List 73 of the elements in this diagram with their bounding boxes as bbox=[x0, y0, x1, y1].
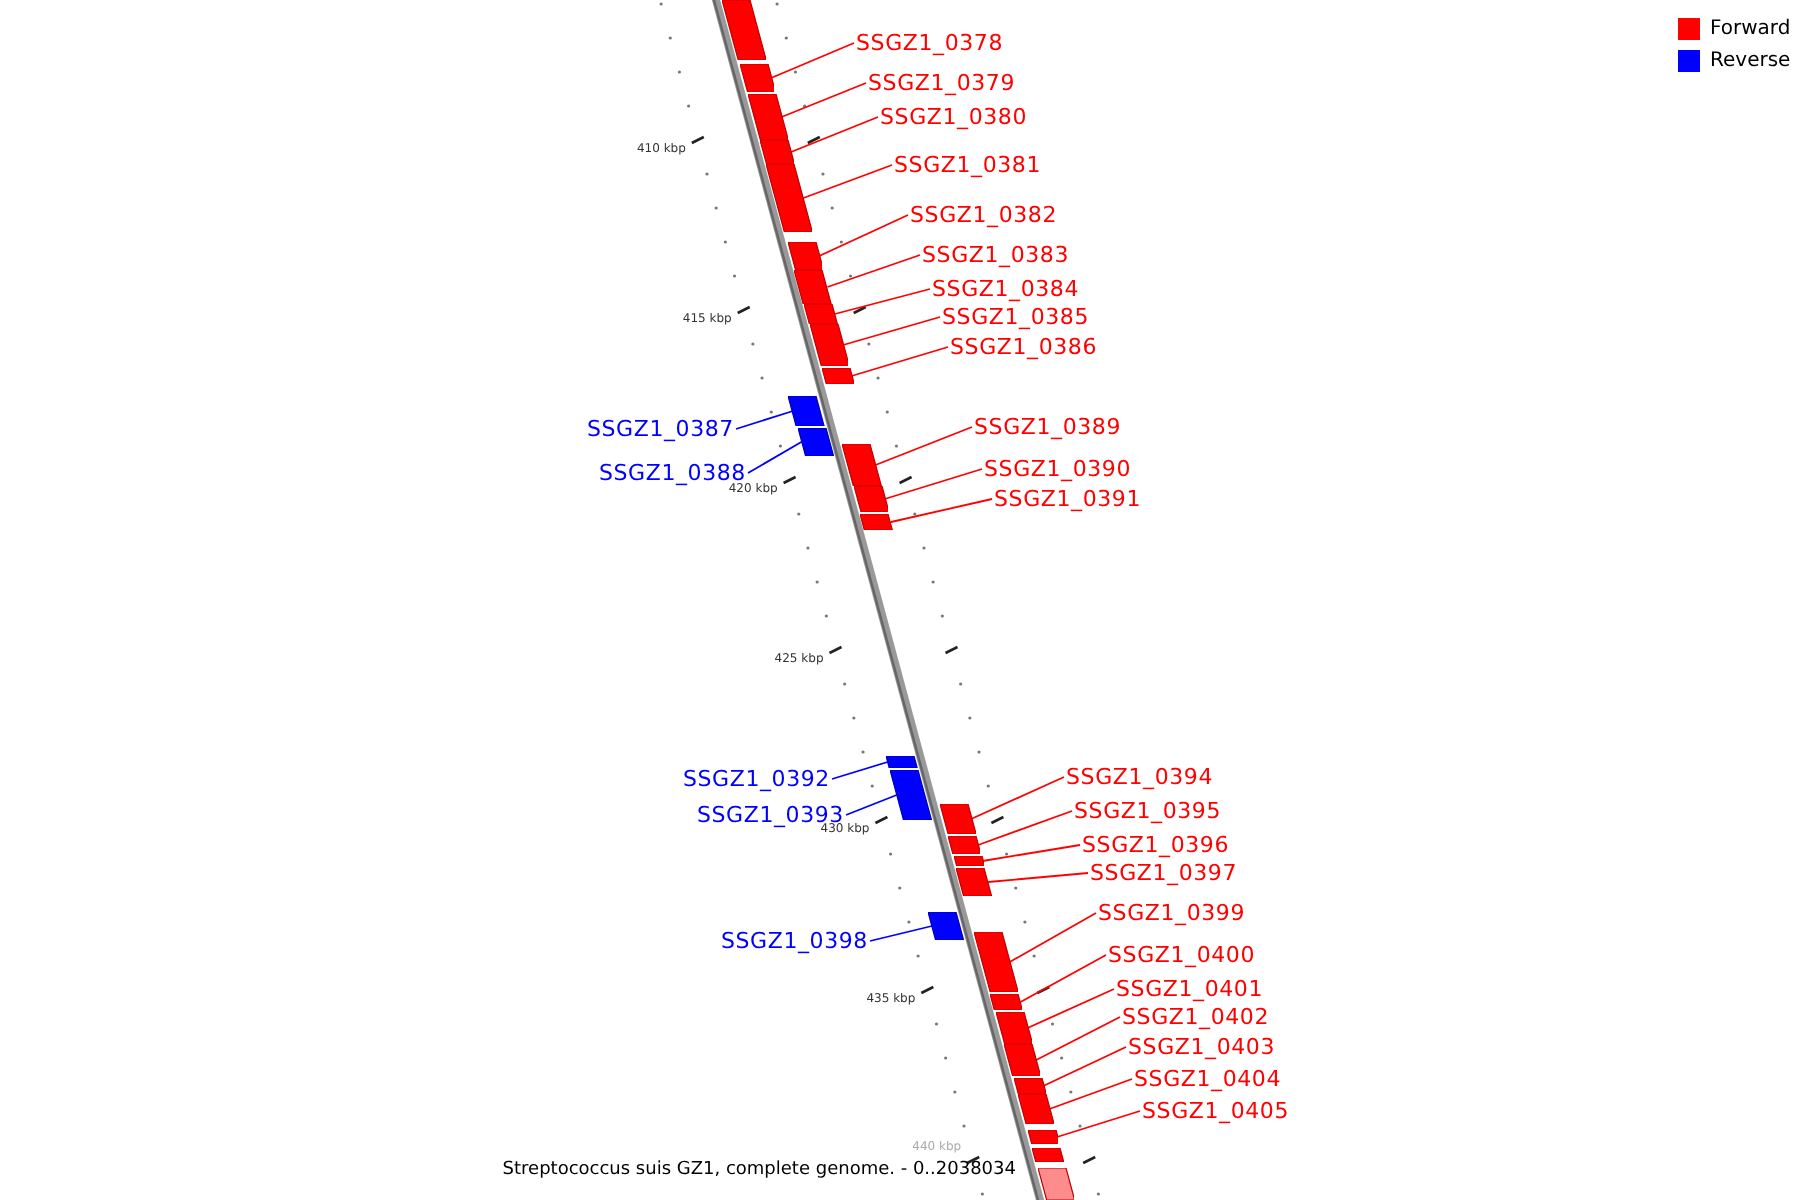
gene-block bbox=[939, 804, 976, 834]
gene-block bbox=[860, 514, 894, 530]
leader-line bbox=[1035, 1016, 1121, 1061]
gene-label: SSGZ1_0391 bbox=[994, 486, 1142, 512]
leader-line bbox=[747, 441, 803, 474]
gene-label: SSGZ1_0398 bbox=[720, 928, 868, 954]
leader-line bbox=[842, 316, 941, 346]
leader-line bbox=[1042, 1046, 1127, 1087]
gene-label: SSGZ1_0386 bbox=[950, 334, 1098, 360]
gene-label: SSGZ1_0387 bbox=[586, 416, 734, 442]
gene-label: SSGZ1_0380 bbox=[880, 104, 1028, 130]
gene-block bbox=[1037, 1168, 1074, 1200]
leader-line bbox=[831, 761, 889, 780]
caption: Streptococcus suis GZ1, complete genome. - 0..2038034 bbox=[502, 1160, 1016, 1182]
leader-line bbox=[1056, 1110, 1141, 1138]
gene-label: SSGZ1_0401 bbox=[1116, 976, 1264, 1002]
gene-block bbox=[787, 242, 823, 270]
gene-label: SSGZ1_0396 bbox=[1082, 832, 1230, 858]
leader-line bbox=[845, 794, 898, 816]
gene-block bbox=[1027, 1130, 1059, 1144]
leader-line bbox=[1019, 954, 1107, 1003]
gene-label: SSGZ1_0379 bbox=[868, 70, 1016, 96]
gene-label: SSGZ1_0383 bbox=[922, 242, 1070, 268]
leader-line bbox=[790, 116, 879, 153]
leader-line bbox=[780, 82, 867, 118]
gene-block bbox=[794, 270, 833, 304]
gene-block bbox=[722, 0, 767, 60]
leader-line bbox=[735, 410, 794, 430]
gene-label: SSGZ1_0395 bbox=[1074, 798, 1222, 824]
leader-line bbox=[1026, 988, 1115, 1029]
gene-label: SSGZ1_0382 bbox=[910, 202, 1058, 228]
legend-label: Forward bbox=[1710, 16, 1791, 42]
leader-line bbox=[869, 925, 933, 942]
gene-block bbox=[1031, 1148, 1064, 1162]
leader-line bbox=[826, 254, 921, 288]
gene-label: SSGZ1_0397 bbox=[1090, 860, 1238, 886]
leader-line bbox=[1048, 1078, 1133, 1110]
gene-label: SSGZ1_0390 bbox=[984, 456, 1132, 482]
gene-label: SSGZ1_0392 bbox=[682, 766, 830, 792]
leader-line bbox=[833, 288, 931, 315]
leader-line bbox=[802, 164, 893, 199]
leader-line bbox=[977, 810, 1073, 846]
gene-label: SSGZ1_0400 bbox=[1108, 942, 1256, 968]
gene-block bbox=[853, 486, 889, 512]
gene-label: SSGZ1_0403 bbox=[1128, 1034, 1276, 1060]
gene-label: SSGZ1_0399 bbox=[1098, 900, 1246, 926]
gene-label: SSGZ1_0402 bbox=[1122, 1004, 1270, 1030]
gene-label: SSGZ1_0389 bbox=[974, 414, 1122, 440]
leader-line bbox=[874, 426, 973, 466]
leader-line bbox=[987, 872, 1089, 883]
gene-label: SSGZ1_0378 bbox=[856, 30, 1004, 56]
gene-label: SSGZ1_0381 bbox=[894, 152, 1042, 178]
gene-label: SSGZ1_0385 bbox=[942, 304, 1090, 330]
leader-line bbox=[1008, 912, 1097, 963]
leader-line bbox=[970, 776, 1065, 820]
gene-block bbox=[947, 836, 981, 854]
leader-line bbox=[770, 42, 855, 79]
leader-line bbox=[981, 844, 1081, 862]
leader-line bbox=[850, 346, 949, 377]
gene-block bbox=[788, 396, 825, 426]
gene-label: SSGZ1_0388 bbox=[598, 460, 746, 486]
leader-line bbox=[883, 468, 983, 500]
leader-line bbox=[890, 498, 993, 523]
gene-block bbox=[841, 444, 882, 486]
gene-label: SSGZ1_0404 bbox=[1134, 1066, 1282, 1092]
gene-block bbox=[797, 428, 834, 456]
leader-line bbox=[818, 214, 909, 257]
gene-label: SSGZ1_0384 bbox=[932, 276, 1080, 302]
legend-label: Reverse bbox=[1710, 48, 1791, 74]
gene-block bbox=[928, 912, 964, 940]
gene-label: SSGZ1_0394 bbox=[1066, 764, 1214, 790]
gene-block bbox=[739, 64, 775, 92]
gene-label: SSGZ1_0405 bbox=[1142, 1098, 1290, 1124]
